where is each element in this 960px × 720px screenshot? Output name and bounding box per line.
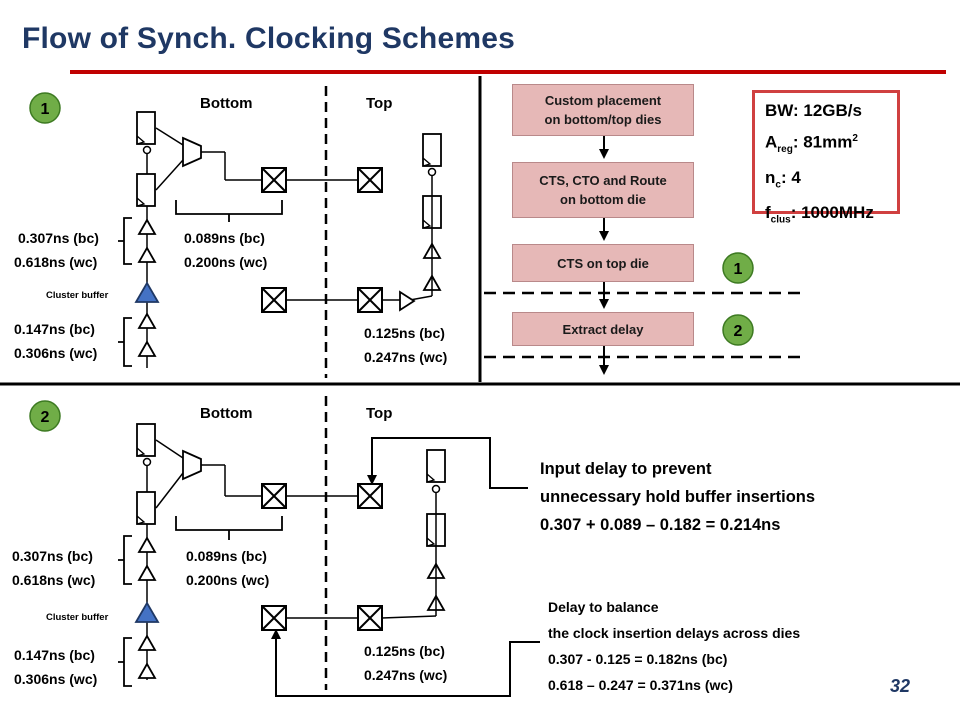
top-label: Top <box>366 95 392 112</box>
flow-step-cts-top: CTS on top die <box>512 244 694 282</box>
parameter-box: BW: 12GB/s Areg: 81mm2 nc: 4 fclus: 1000… <box>752 90 900 226</box>
delay-c-wc-2: 0.306ns (wc) <box>14 671 97 687</box>
flow-step-extract-delay: Extract delay <box>512 312 694 346</box>
delay-d-wc: 0.247ns (wc) <box>364 349 447 365</box>
delay-a-bc-2: 0.307ns (bc) <box>12 548 93 564</box>
bottom-label-2: Bottom <box>200 405 253 422</box>
cluster-buffer-icon <box>134 281 160 303</box>
delay-a-wc: 0.618ns (wc) <box>14 254 97 270</box>
delay-d-bc-2: 0.125ns (bc) <box>364 643 445 659</box>
title-underline <box>70 70 946 74</box>
section-1-circuit: 1 Bottom Top <box>14 86 447 378</box>
section-1-badge <box>29 92 61 124</box>
param-nc: nc: 4 <box>765 168 801 191</box>
balance-note-1: Delay to balance <box>548 599 659 615</box>
param-areg: Areg: 81mm2 <box>765 132 858 156</box>
delay-b-bc: 0.089ns (bc) <box>184 230 265 246</box>
section-1-badge-label: 1 <box>41 101 50 118</box>
delay-a-wc-2: 0.618ns (wc) <box>12 572 95 588</box>
flow-arrows: 1 2 <box>484 136 800 375</box>
delay-c-wc: 0.306ns (wc) <box>14 345 97 361</box>
delay-d-wc-2: 0.247ns (wc) <box>364 667 447 683</box>
balance-note-2: the clock insertion delays across dies <box>548 625 800 641</box>
delay-c-bc: 0.147ns (bc) <box>14 321 95 337</box>
input-delay-note-2: unnecessary hold buffer insertions <box>540 488 815 506</box>
bottom-label: Bottom <box>200 95 253 112</box>
param-bw: BW: 12GB/s <box>765 101 862 120</box>
flow-badge-2 <box>722 314 754 346</box>
cluster-buffer-label-2: Cluster buffer <box>46 612 109 623</box>
delay-b-wc: 0.200ns (wc) <box>184 254 267 270</box>
delay-d-bc: 0.125ns (bc) <box>364 325 445 341</box>
page-title: Flow of Synch. Clocking Schemes <box>22 22 515 55</box>
delay-a-bc: 0.307ns (bc) <box>18 230 99 246</box>
flow-badge-1 <box>722 252 754 284</box>
param-fclus: fclus: 1000MHz <box>765 203 874 226</box>
section-2-badge <box>29 400 61 432</box>
balance-note-4: 0.618 – 0.247 = 0.371ns (wc) <box>548 677 733 693</box>
page-number: 32 <box>890 676 911 696</box>
svg-text:2: 2 <box>734 323 743 340</box>
cluster-buffer-label: Cluster buffer <box>46 290 109 301</box>
input-delay-note-1: Input delay to prevent <box>540 460 712 478</box>
svg-text:1: 1 <box>734 261 743 278</box>
cluster-buffer-icon-2 <box>134 601 160 623</box>
delay-b-wc-2: 0.200ns (wc) <box>186 572 269 588</box>
delay-b-bc-2: 0.089ns (bc) <box>186 548 267 564</box>
section-2-circuit: 2 Bottom Top <box>12 396 815 697</box>
balance-note-3: 0.307 - 0.125 = 0.182ns (bc) <box>548 651 727 667</box>
input-delay-note-3: 0.307 + 0.089 – 0.182 = 0.214ns <box>540 516 780 534</box>
delay-c-bc-2: 0.147ns (bc) <box>14 647 95 663</box>
section-2-badge-label: 2 <box>41 409 50 426</box>
top-label-2: Top <box>366 405 392 422</box>
